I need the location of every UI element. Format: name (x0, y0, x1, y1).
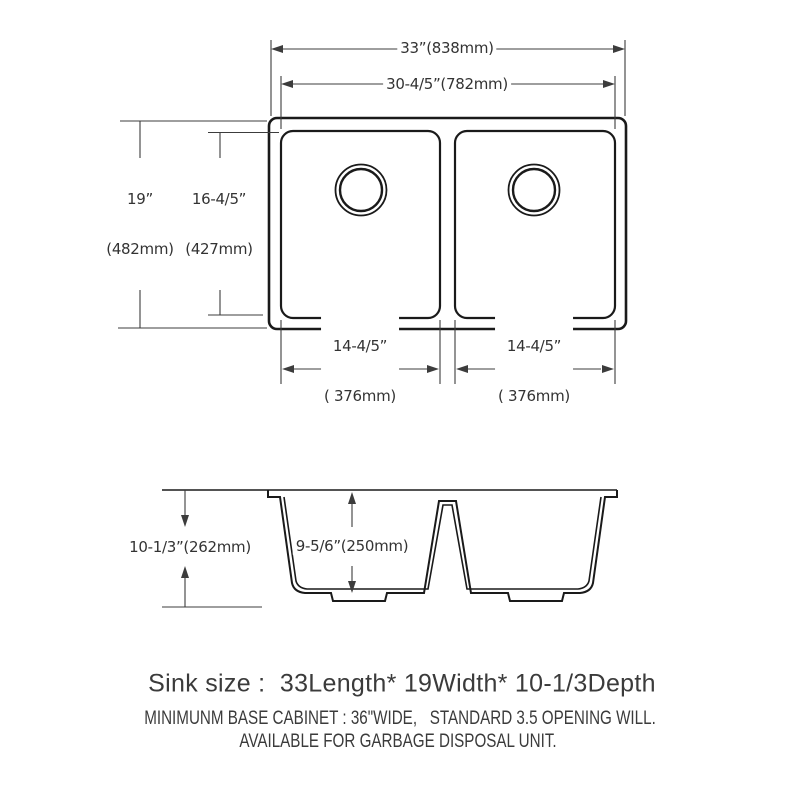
dim-overall-depth-inches: 19” (127, 190, 153, 208)
dim-left-bowl-width-label: 14-4/5” ( 376mm) (321, 305, 399, 437)
right-bowl-top-view (453, 129, 617, 320)
left-drain-inner-ring (338, 167, 384, 213)
dim-left-bowl-inches: 14-4/5” (332, 337, 388, 355)
side-view-outer-profile (267, 490, 618, 602)
right-drain-inner-ring (511, 167, 557, 213)
garbage-disposal-note: AVAILABLE FOR GARBAGE DISPOSAL UNIT. (239, 731, 557, 752)
dim-overall-height-label: 10-1/3”(262mm) (126, 539, 254, 556)
sink-size-title: Sink size : 33Length* 19Width* 10-1/3Dep… (148, 669, 656, 698)
dim-right-bowl-mm: ( 376mm) (498, 386, 570, 405)
sink-outer-rim-top-view (267, 116, 628, 331)
dim-bowl-depth-mm: (427mm) (185, 239, 253, 258)
dim-left-bowl-mm: ( 376mm) (324, 386, 396, 405)
right-drain-outer-ring (507, 163, 561, 217)
dim-bowl-depth-inches: 16-4/5” (191, 190, 247, 208)
dim-right-bowl-width-label: 14-4/5” ( 376mm) (495, 305, 573, 437)
dim-overall-depth-mm: (482mm) (106, 239, 174, 258)
dim-bowl-depth-label: 16-4/5” (427mm) (182, 158, 256, 290)
base-cabinet-note: MINIMUNM BASE CABINET : 36"WIDE, STANDAR… (144, 708, 656, 729)
side-view-inner-profile (283, 496, 602, 590)
dim-overall-width-label: 33”(838mm) (397, 40, 497, 57)
dim-overall-depth-label: 19” (482mm) (103, 158, 177, 290)
dim-right-bowl-inches: 14-4/5” (506, 337, 562, 355)
dim-inner-width-label: 30-4/5”(782mm) (383, 76, 511, 93)
dimension-lines (118, 40, 626, 608)
left-bowl-top-view (279, 129, 442, 320)
left-drain-outer-ring (334, 163, 388, 217)
dim-bowl-inner-height-label: 9-5/6”(250mm) (292, 538, 412, 555)
